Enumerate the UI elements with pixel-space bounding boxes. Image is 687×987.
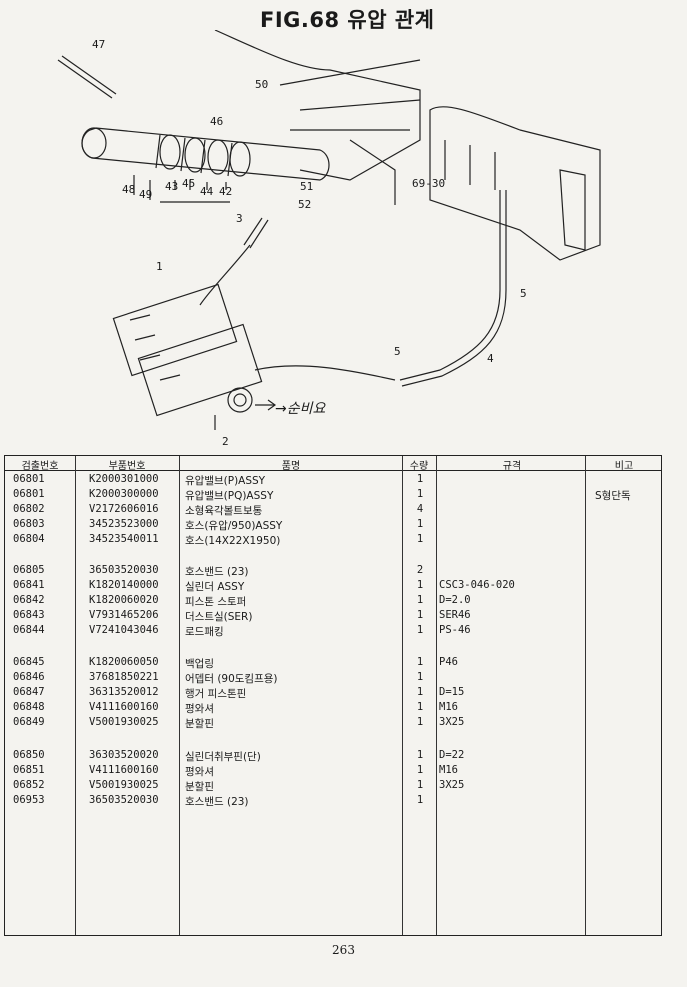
callout-52: 52 [298,198,312,211]
table-header: 검출번호 부품번호 품명 수량 규격 비고 [5,456,661,472]
table-row: 06801 K2000301000 유압밸브(P)ASSY 1 [13,473,424,487]
table-row: 06803 34523523000 호스(유압/950)ASSY 1 [13,518,424,532]
table-row: 06804 34523540011 호스(14X22X1950) 1 [13,533,424,547]
header-name: 품명 [281,461,301,472]
callout-42: 42 [219,185,233,198]
handwritten-note: →순비요 [275,401,326,417]
callout-44: 44 [200,185,214,198]
table-row: 06847 36313520012 행거 피스톤핀 1 D=15 [13,686,465,700]
callout-43: 43 [165,180,179,193]
table-row: 06851 V4111600160 평와셔 1 M16 [13,764,458,778]
callout-2: 2 [222,435,229,448]
callout-5-left: 5 [394,345,401,358]
table-row: 06845 K1820060050 백업링 1 P46 [13,656,458,670]
header-spec: 규격 [502,461,522,472]
table-row: 06801 K2000300000 유압밸브(PQ)ASSY 1 S형단독 [13,488,631,502]
table-row: 06842 K1820060020 피스톤 스토퍼 1 D=2.0 [13,594,471,608]
exploded-diagram [57,30,601,430]
table-row: 06843 V7931465206 더스트실(SER) 1 SER46 [13,609,471,623]
callout-1: 1 [156,260,163,273]
callout-69-30: 69-30 [412,177,446,190]
table-row: 06849 V5001930025 분할핀 1 3X25 [13,716,465,730]
callout-3: 3 [236,212,243,225]
callout-46: 46 [210,115,224,128]
page-title: FIG.68 유압 관계 [260,8,435,32]
table-row: 06850 36303520020 실린더취부핀(단) 1 D=22 [13,749,465,763]
callout-4: 4 [487,352,494,365]
table-row: 06848 V4111600160 평와셔 1 M16 [13,701,458,715]
callout-5-right: 5 [520,287,527,300]
callout-50: 50 [255,78,269,91]
callout-47: 47 [92,38,106,51]
table-row: 06852 V5001930025 분할핀 1 3X25 [13,779,465,793]
callout-45: 45 [182,177,196,190]
header-qty: 수량 [409,461,429,472]
table-row: 06953 36503520030 호스밴드 (23) 1 [13,794,424,808]
header-code: 검출번호 [21,461,59,472]
table-row: 06802 V2172606016 소형육각볼트보통 4 [13,503,424,517]
page-number: 263 [332,943,355,957]
table-row: 06844 V7241043046 로드패킹 1 PS-46 [13,624,471,638]
header-note: 비고 [614,461,634,472]
header-part: 부품번호 [108,461,146,472]
table-row: 06846 37681850221 어뎁터 (90도킴프용) 1 [13,671,424,685]
table-row: 06841 K1820140000 실린더 ASSY 1 CSC3-046-02… [13,579,515,593]
parts-table: 검출번호 부품번호 품명 수량 규격 비고 06801 K2000301000 … [4,455,662,936]
callout-51: 51 [300,180,314,193]
callout-49: 49 [139,188,153,201]
callout-48: 48 [122,183,136,196]
table-row: 06805 36503520030 호스밴드 (23) 2 [13,564,424,578]
